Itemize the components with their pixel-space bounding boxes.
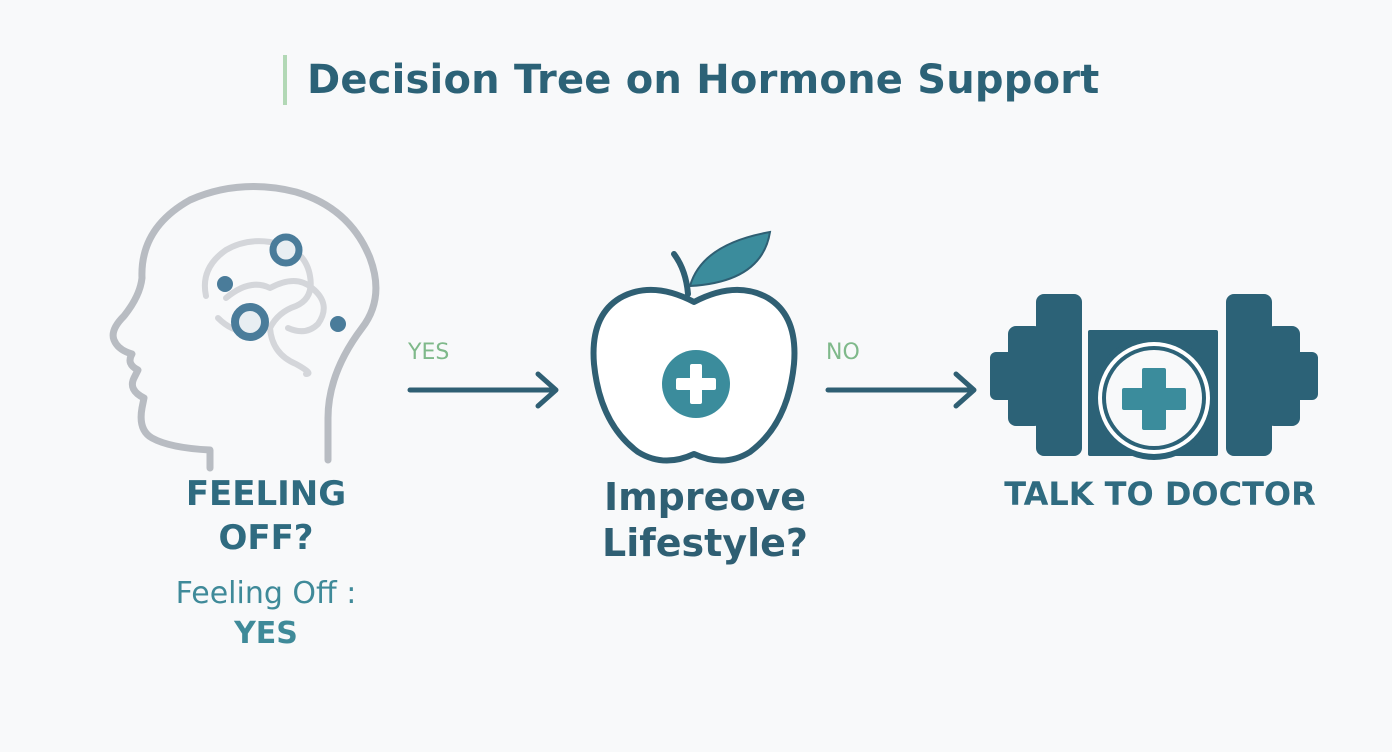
node-feeling-off-line2: OFF? [218, 518, 314, 558]
dumbbell-medical-icon [990, 294, 1318, 460]
head-brain-icon [109, 183, 380, 472]
arrow-no-icon [825, 371, 977, 409]
diagram-title: Decision Tree on Hormone Support [307, 57, 1100, 103]
node-feeling-off-sub-line2: YES [234, 616, 298, 651]
node-lifestyle-line2: Lifestyle? [602, 521, 808, 565]
edge-yes-label: YES [408, 340, 450, 365]
title-accent-bar [283, 55, 287, 105]
node-feeling-off-title: FEELING OFF? [146, 472, 386, 560]
node-lifestyle-line1: Impreove [603, 475, 807, 519]
node-talk-to-doctor-title: TALK TO DOCTOR [1004, 475, 1316, 513]
apple-plus-icon [590, 230, 798, 464]
title-block: Decision Tree on Hormone Support [283, 52, 1100, 108]
node-feeling-off-line1: FEELING [185, 474, 347, 514]
arrow-yes-icon [407, 371, 559, 409]
node-lifestyle-title: Impreove Lifestyle? [560, 474, 850, 566]
node-feeling-off-sub-line1: Feeling Off : [175, 576, 357, 611]
node-feeling-off-subtitle: Feeling Off : YES [136, 574, 396, 654]
edge-no-label: NO [826, 340, 860, 365]
